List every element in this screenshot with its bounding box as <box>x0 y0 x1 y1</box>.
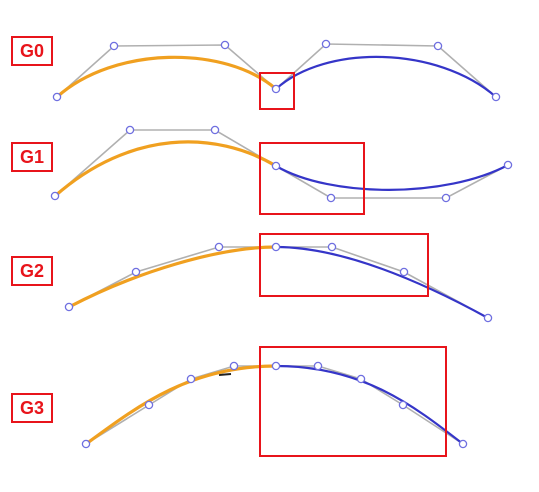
row-g0 <box>52 39 501 110</box>
g0-right-curve <box>275 55 497 98</box>
control-point <box>229 361 239 371</box>
g0-highlight-box <box>259 72 295 110</box>
control-point <box>52 92 62 102</box>
control-point <box>503 160 513 170</box>
control-point <box>433 41 443 51</box>
g2-left-curve <box>68 245 277 309</box>
control-point <box>441 193 451 203</box>
g3-highlight-box <box>259 346 447 457</box>
g1-right-control-polygon <box>275 164 509 199</box>
control-point <box>220 40 230 50</box>
label-g2: G2 <box>11 256 53 286</box>
control-point <box>64 302 74 312</box>
control-point <box>131 267 141 277</box>
control-point <box>125 125 135 135</box>
g3-right-control-polygon <box>276 365 464 445</box>
control-point <box>144 400 154 410</box>
label-g1: G1 <box>11 142 53 172</box>
control-point <box>458 439 468 449</box>
control-point <box>326 193 336 203</box>
g1-control-points <box>50 125 513 203</box>
control-point <box>109 41 119 51</box>
g0-left-curve <box>55 55 278 99</box>
control-point <box>210 125 220 135</box>
g0-control-points <box>52 39 501 102</box>
g3-left-curve <box>85 364 277 446</box>
row-g3 <box>81 346 468 457</box>
g1-left-control-polygon <box>54 129 277 197</box>
control-point <box>313 361 323 371</box>
g3-left-control-polygon <box>85 365 276 445</box>
control-point <box>271 84 281 94</box>
g3-right-curve <box>275 364 464 445</box>
g0-left-control-polygon <box>56 44 277 98</box>
g2-left-control-polygon <box>68 246 276 308</box>
g2-right-curve <box>275 245 489 319</box>
g2-control-points <box>64 242 493 323</box>
g3-tangent-mark <box>218 373 232 376</box>
control-point <box>491 92 501 102</box>
control-point <box>483 313 493 323</box>
g1-right-curve <box>275 164 509 191</box>
control-point <box>327 242 337 252</box>
control-point <box>214 242 224 252</box>
g3-control-points <box>81 361 468 449</box>
control-point <box>186 374 196 384</box>
g1-highlight-box <box>259 142 365 215</box>
control-point <box>321 39 331 49</box>
row-g1 <box>50 125 513 215</box>
g2-highlight-box <box>259 233 429 297</box>
control-point <box>399 267 409 277</box>
label-g3: G3 <box>11 393 53 423</box>
control-point <box>356 374 366 384</box>
g1-left-curve <box>53 140 277 198</box>
row-g2 <box>64 233 493 323</box>
control-point <box>398 400 408 410</box>
g0-right-control-polygon <box>275 43 497 98</box>
control-point <box>81 439 91 449</box>
control-point <box>271 242 281 252</box>
control-point <box>271 361 281 371</box>
control-point <box>50 191 60 201</box>
label-g0: G0 <box>11 36 53 66</box>
control-point <box>271 161 281 171</box>
g2-right-control-polygon <box>276 246 489 319</box>
